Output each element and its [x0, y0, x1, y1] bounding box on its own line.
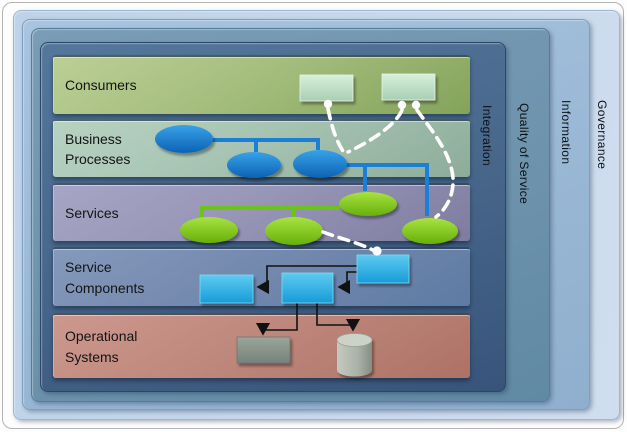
layer-business-processes: Business Processes	[53, 119, 470, 177]
layer-service-components: Service Components	[53, 247, 470, 306]
layer-label-consumers: Consumers	[65, 77, 137, 94]
layer-label-service-components: Service Components	[65, 259, 145, 296]
layer-label-services: Services	[65, 204, 119, 221]
layer-label-business-processes: Business Processes	[65, 130, 131, 167]
layer-services: Services	[53, 183, 470, 241]
layer-label-operational-systems: Operational Systems	[65, 328, 138, 365]
side-label-information: Information	[559, 100, 573, 165]
layer-operational-systems: Operational Systems	[53, 313, 470, 378]
side-label-integration: Integration	[480, 105, 494, 167]
side-label-governance: Governance	[595, 100, 609, 170]
side-label-quality-of-service: Quality of Service	[517, 103, 531, 205]
layer-consumers: Consumers	[53, 55, 470, 114]
